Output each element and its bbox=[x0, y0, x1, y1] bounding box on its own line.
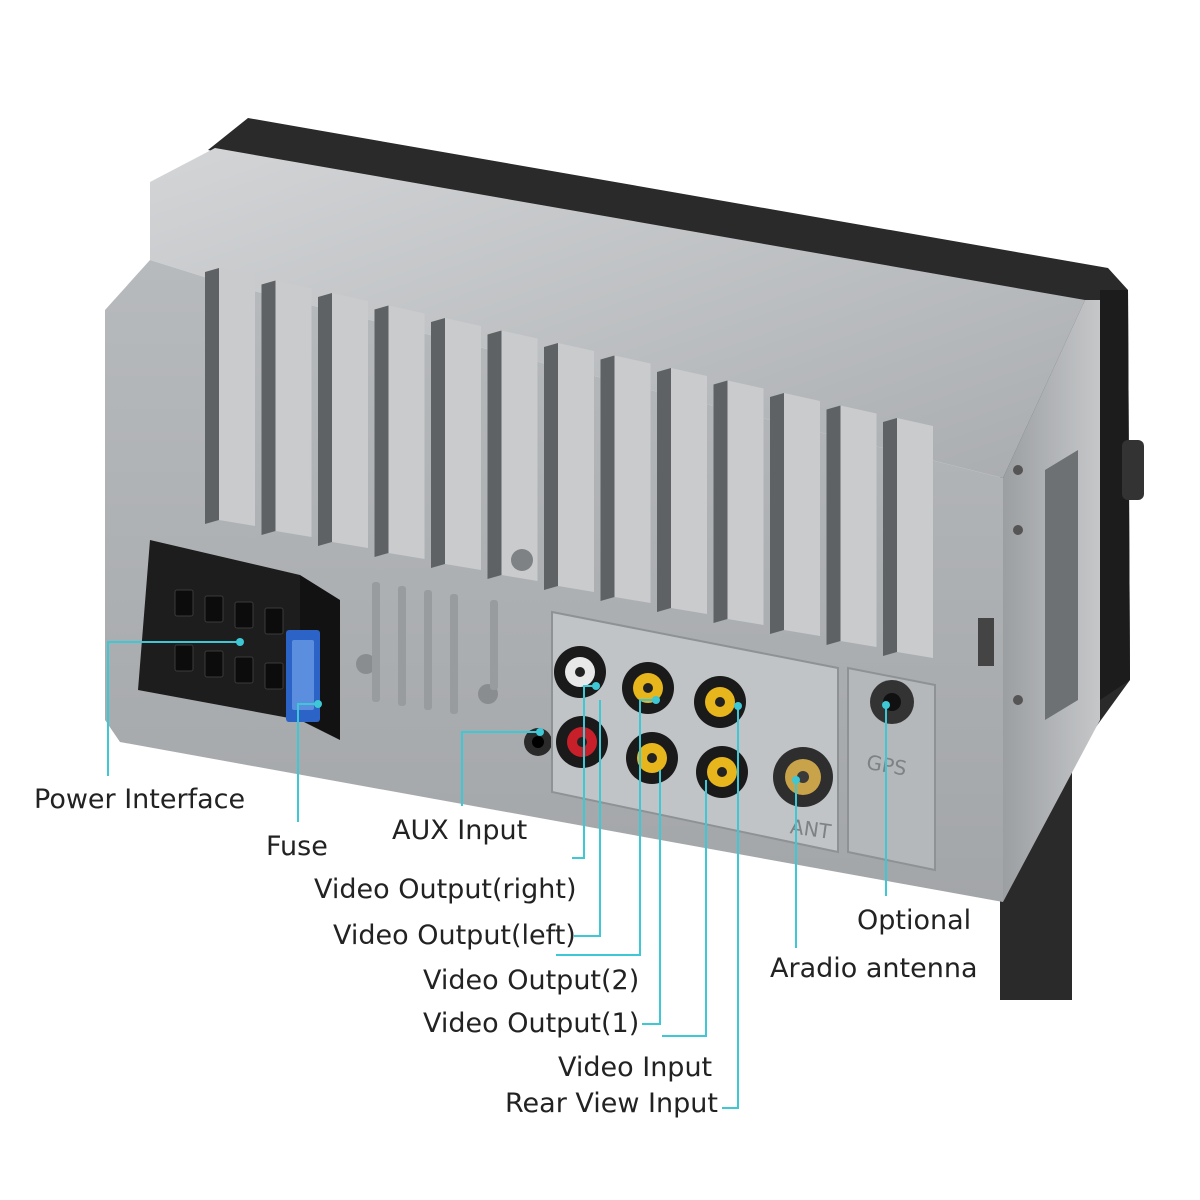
connector-pin bbox=[204, 595, 224, 623]
leader-line bbox=[107, 641, 240, 776]
rca-jack-center bbox=[577, 737, 587, 747]
callout-optional: Optional bbox=[857, 905, 972, 936]
leader-dot bbox=[882, 701, 890, 709]
screw-hole-icon bbox=[511, 549, 533, 571]
fin-rib bbox=[275, 280, 312, 537]
rca-jack-center bbox=[715, 697, 725, 707]
rca-panel bbox=[551, 610, 839, 854]
fin-rib bbox=[727, 380, 764, 625]
leader-line bbox=[574, 700, 601, 937]
connector-pin bbox=[264, 662, 284, 690]
fin-gap bbox=[431, 318, 445, 568]
callout-aux-input: AUX Input bbox=[392, 815, 528, 846]
side-bracket bbox=[978, 450, 1078, 720]
fin-gap bbox=[826, 405, 841, 645]
housing-top bbox=[150, 148, 1085, 478]
fin-rib bbox=[558, 343, 594, 592]
leader-line bbox=[572, 685, 596, 859]
fin-rib bbox=[671, 368, 707, 614]
leader-line bbox=[662, 780, 707, 1037]
connector-pin bbox=[234, 656, 254, 684]
fin-rib bbox=[784, 393, 820, 636]
callout-rear-view-input: Rear View Input bbox=[505, 1088, 718, 1119]
callout-video-output-right: Video Output(right) bbox=[314, 874, 577, 905]
aux-jack bbox=[524, 728, 552, 756]
leader-dot bbox=[536, 728, 544, 736]
fin-gap bbox=[770, 393, 784, 634]
callout-video-output-2: Video Output(2) bbox=[423, 965, 640, 996]
leader-line bbox=[642, 770, 661, 1025]
fin-gap bbox=[883, 418, 897, 656]
fin-rib bbox=[897, 418, 933, 658]
fin-gap bbox=[600, 355, 615, 601]
leader-line bbox=[461, 731, 540, 806]
knob-icon bbox=[1122, 440, 1144, 500]
rca-jack-center bbox=[575, 667, 585, 677]
fin-gap bbox=[374, 305, 389, 557]
connector-pins bbox=[174, 589, 284, 690]
vent-slots bbox=[372, 582, 498, 714]
leader-line bbox=[722, 706, 739, 1109]
fin-rib bbox=[332, 293, 368, 548]
fin-rib bbox=[445, 318, 481, 570]
fuse bbox=[286, 630, 320, 722]
leader-dot bbox=[652, 696, 660, 704]
screw-icon bbox=[356, 654, 376, 674]
antenna-socket: ANT bbox=[773, 747, 833, 844]
cooling-fins bbox=[205, 268, 933, 658]
rca-jack-center bbox=[643, 683, 653, 693]
callout-video-output-1: Video Output(1) bbox=[423, 1008, 640, 1039]
fin-gap bbox=[657, 368, 671, 612]
gps-socket: GPS bbox=[847, 666, 936, 872]
fin-rib bbox=[840, 405, 877, 647]
leader-dot bbox=[236, 638, 244, 646]
connector-pin bbox=[204, 650, 224, 678]
connector-pin bbox=[264, 607, 284, 635]
connector-pin bbox=[234, 601, 254, 629]
usb-port-icon bbox=[978, 618, 994, 666]
connector-pin bbox=[174, 589, 194, 617]
callout-power-interface: Power Interface bbox=[34, 784, 246, 815]
fin-rib bbox=[501, 330, 538, 581]
front-bezel bbox=[208, 118, 1144, 1000]
fin-gap bbox=[205, 268, 219, 524]
fin-gap bbox=[261, 280, 276, 535]
rca-jack-center bbox=[717, 767, 727, 777]
fin-rib bbox=[219, 268, 255, 526]
fin-gap bbox=[487, 330, 502, 579]
leader-dot bbox=[734, 702, 742, 710]
rca-jack-center bbox=[647, 753, 657, 763]
fin-rib bbox=[614, 355, 651, 603]
leader-dot bbox=[592, 682, 600, 690]
callout-leader-lines bbox=[107, 638, 890, 1109]
callout-aradio-antenna: Aradio antenna bbox=[770, 953, 978, 984]
fin-rib bbox=[388, 305, 425, 559]
fin-gap bbox=[713, 380, 728, 623]
fin-gap bbox=[544, 343, 558, 590]
callout-fuse: Fuse bbox=[266, 831, 328, 862]
connector-pin bbox=[174, 644, 194, 672]
leader-dot bbox=[314, 700, 322, 708]
fin-gap bbox=[318, 293, 332, 546]
callout-video-input: Video Input bbox=[558, 1052, 713, 1083]
leader-dot bbox=[792, 776, 800, 784]
leader-line bbox=[556, 699, 656, 956]
leader-line bbox=[297, 703, 318, 822]
callout-video-output-left: Video Output(left) bbox=[333, 920, 576, 951]
